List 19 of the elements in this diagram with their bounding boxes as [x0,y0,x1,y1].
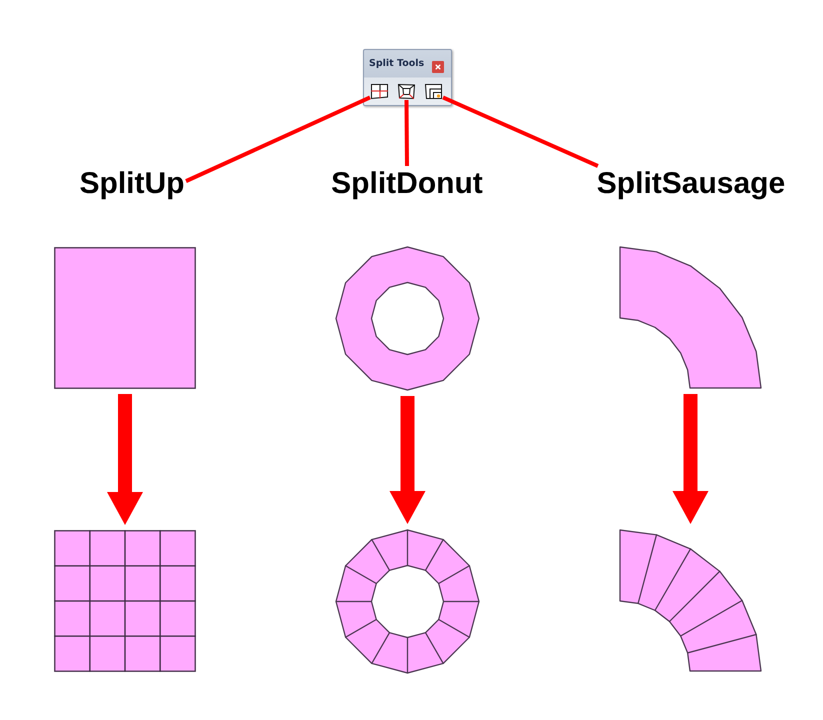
ring-shape [335,246,480,391]
tool-label: SplitSausage [594,166,788,202]
tool-label: SplitUp [78,166,186,202]
connector-line [185,96,371,183]
connector-line [442,96,599,168]
toolbar-panel [363,49,452,106]
quarter-ring-shape [619,246,762,389]
block-arrow [390,396,426,524]
square-shape [54,247,196,389]
block-arrow [107,394,143,525]
segmented-quarter-ring-shape [619,529,762,672]
segmented-ring-shape [335,529,480,674]
tool-label: SplitDonut [326,166,488,202]
connector-line [404,100,409,166]
block-arrow [672,394,708,524]
toolbar-title: Split Tools [369,58,424,70]
square-grid-shape [54,530,196,672]
notched-square-icon [424,83,443,100]
split-square-icon [370,83,389,100]
